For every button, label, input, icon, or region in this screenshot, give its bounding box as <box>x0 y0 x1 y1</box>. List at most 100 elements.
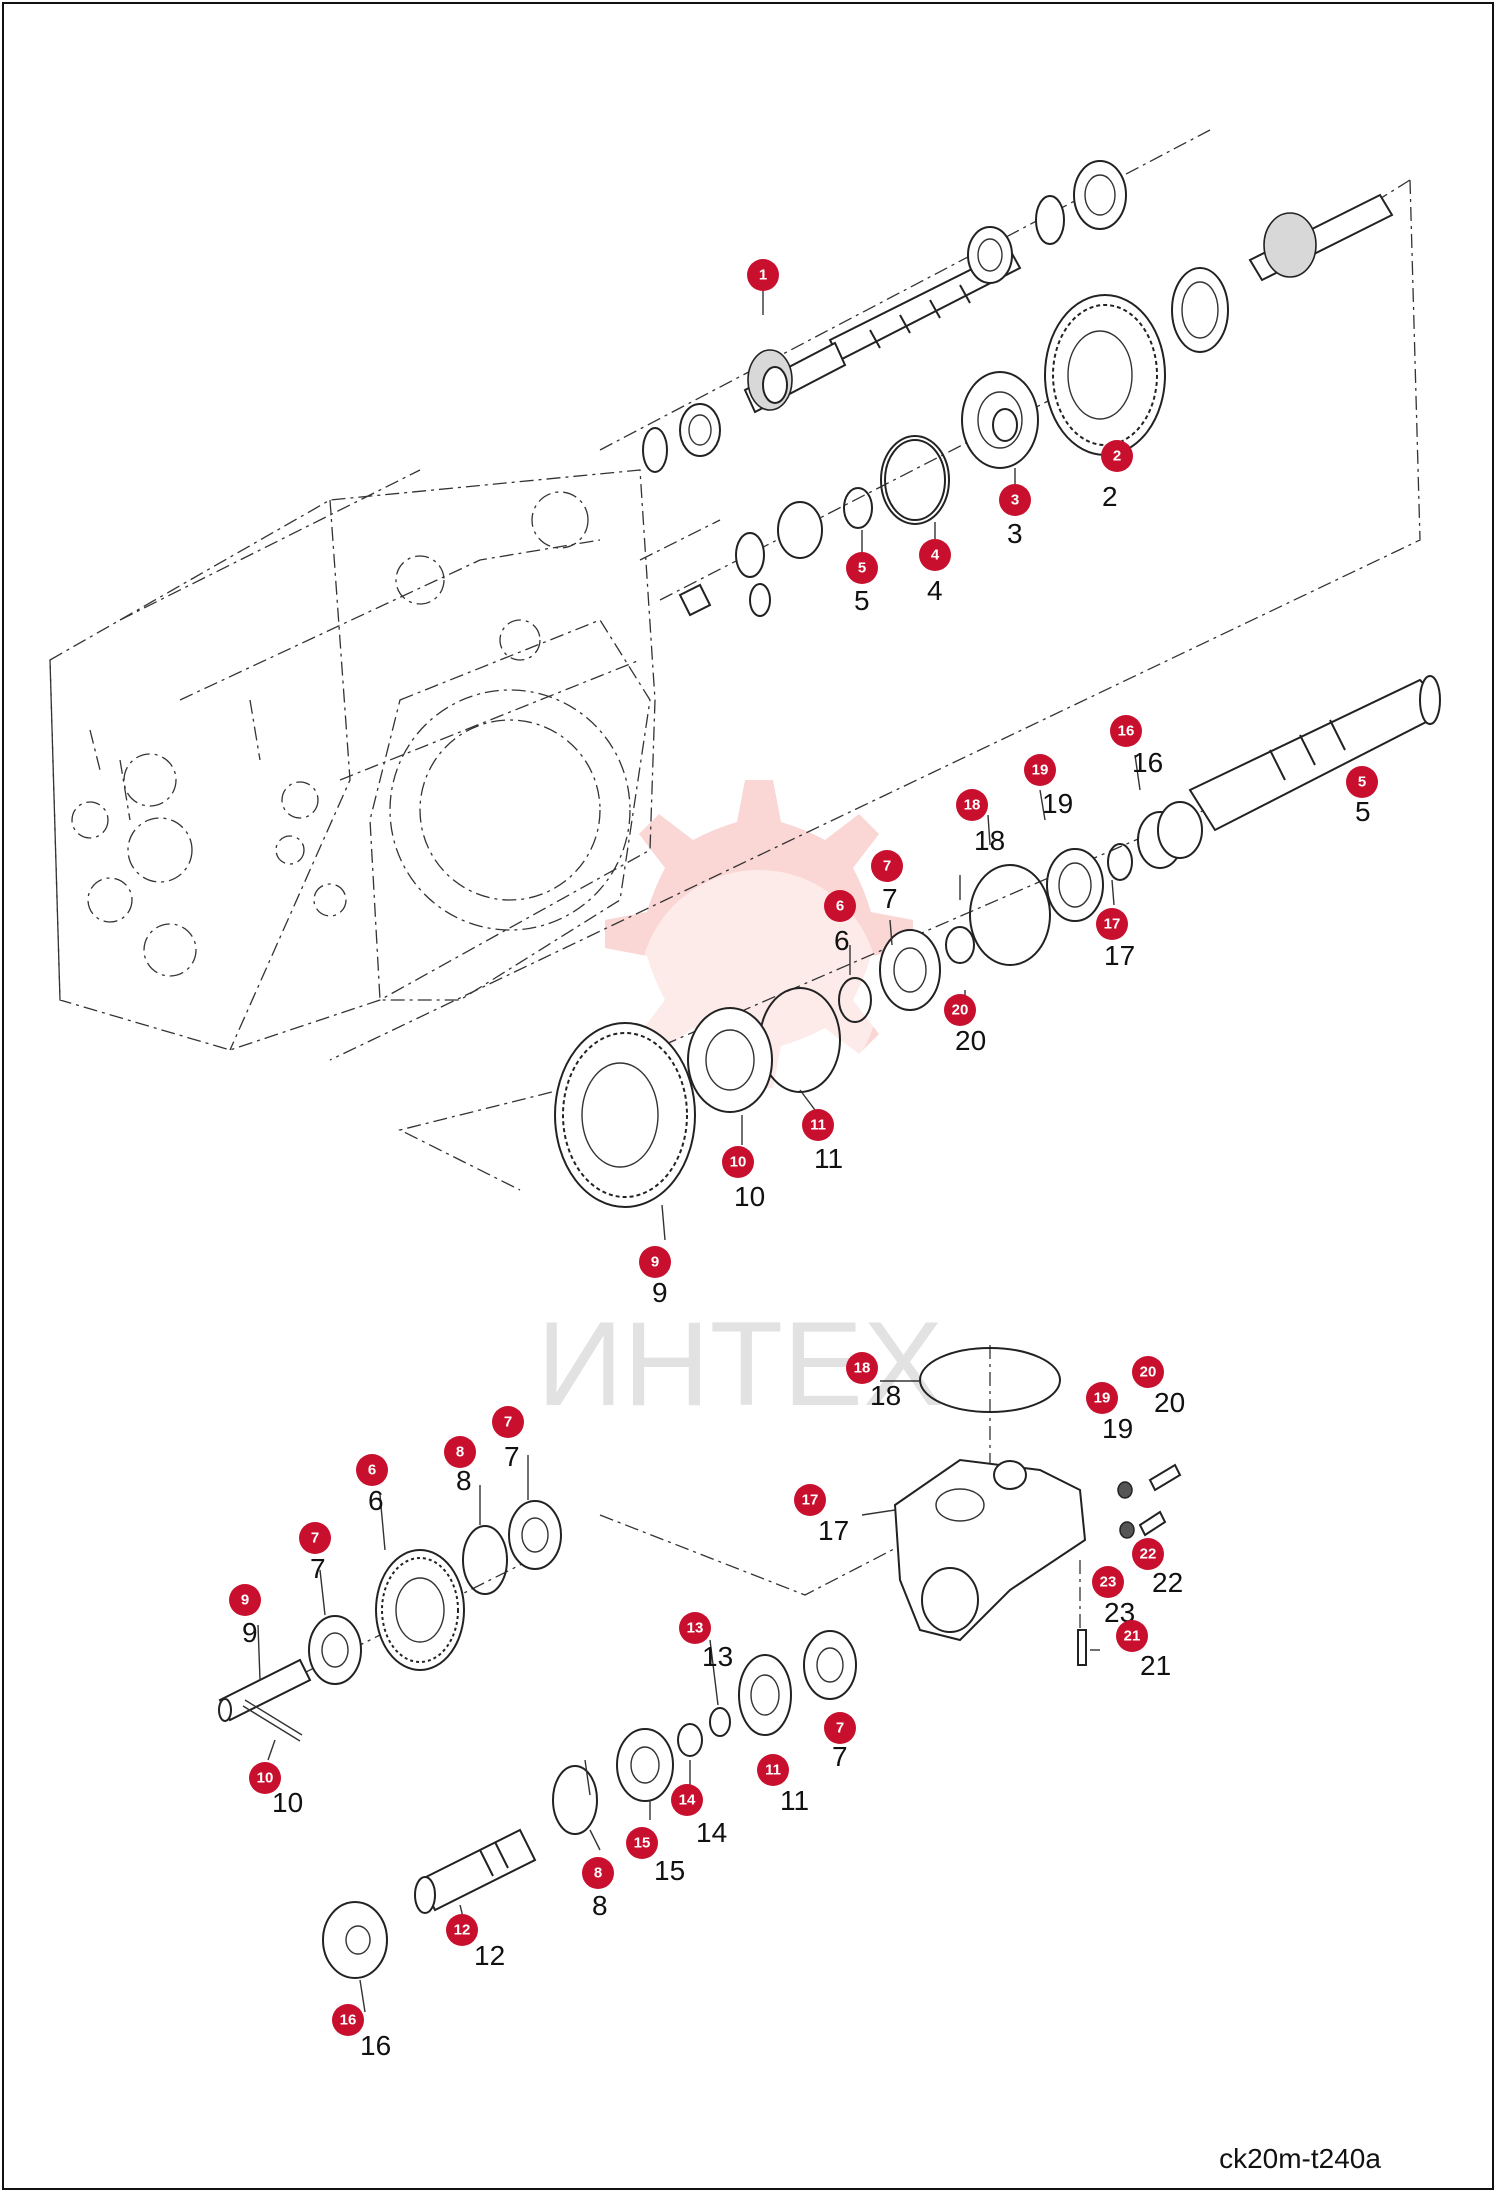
callout-number: 17 <box>1104 940 1135 971</box>
snap-ring-18 <box>969 864 1051 966</box>
callout-badge-circle <box>444 1436 476 1468</box>
callout-5: 55 <box>846 552 878 616</box>
bearing-10 <box>687 1007 773 1113</box>
ring-20 <box>945 926 975 964</box>
callout-badge-label: 1 <box>759 267 767 284</box>
callout-7: 77 <box>299 1522 331 1584</box>
callout-badge-circle <box>794 1484 826 1516</box>
callout-badge-label: 20 <box>1140 1364 1157 1381</box>
callout-number: 6 <box>834 925 850 956</box>
callout-number: 11 <box>780 1785 809 1816</box>
callout-number: 4 <box>927 575 943 606</box>
callout-badge-circle <box>919 539 951 571</box>
callout-badge-circle <box>1086 1382 1118 1414</box>
spacer-6-mid <box>838 977 872 1023</box>
callout-badge-circle <box>846 552 878 584</box>
callout-number: 21 <box>1140 1650 1171 1681</box>
shaft-12-bottom <box>414 1828 537 1914</box>
callout-badge-circle <box>824 1712 856 1744</box>
callout-2: 22 <box>1101 440 1133 512</box>
callout-number: 11 <box>814 1143 843 1174</box>
gear-2 <box>1044 294 1166 456</box>
callout-number: 9 <box>652 1277 668 1308</box>
callout-badge-label: 20 <box>952 1002 969 1019</box>
callout-badge-circle <box>722 1146 754 1178</box>
ring-14-bottom <box>677 1723 703 1757</box>
callout-badge-label: 16 <box>1118 723 1135 740</box>
callout-number: 20 <box>955 1025 986 1056</box>
callout-badge-circle <box>249 1762 281 1794</box>
callout-badge-circle <box>1116 1620 1148 1652</box>
callout-badge-circle <box>1132 1356 1164 1388</box>
callout-badge-circle <box>671 1784 703 1816</box>
callout-badge-circle <box>582 1857 614 1889</box>
callout-badge-label: 19 <box>1032 762 1049 779</box>
callout-badge-circle <box>626 1827 658 1859</box>
callout-3: 33 <box>999 484 1031 549</box>
callout-number: 3 <box>1007 518 1023 549</box>
callout-badge-circle <box>1101 440 1133 472</box>
callout-badge-label: 7 <box>504 1414 512 1431</box>
bearing-15-bottom <box>616 1728 674 1802</box>
callout-badges: 1223344555516161919181877661717202011111… <box>229 259 1378 2061</box>
callout-7: 77 <box>824 1712 856 1772</box>
callout-badge-label: 7 <box>883 858 891 875</box>
callout-number: 6 <box>368 1485 384 1516</box>
callout-badge-circle <box>871 850 903 882</box>
callout-badge-label: 14 <box>679 1792 696 1809</box>
callout-badge-circle <box>1132 1538 1164 1570</box>
snap-ring-8-bottom <box>462 1525 508 1595</box>
callout-number: 5 <box>854 585 870 616</box>
callout-badge-circle <box>639 1246 671 1278</box>
callout-badge-label: 13 <box>687 1620 704 1637</box>
fittings-19-23 <box>1077 1463 1182 1666</box>
callout-badge-label: 8 <box>594 1865 602 1882</box>
bearing-3 <box>961 371 1039 469</box>
callout-6: 66 <box>824 890 856 956</box>
callout-badge-label: 9 <box>241 1592 249 1609</box>
callout-number: 16 <box>1132 747 1163 778</box>
callout-8: 88 <box>582 1857 614 1921</box>
pto-shaft <box>1188 675 1441 832</box>
callout-badge-label: 21 <box>1124 1628 1141 1645</box>
callout-badge-label: 12 <box>454 1922 471 1939</box>
callout-badge-circle <box>1110 715 1142 747</box>
callout-4: 44 <box>919 539 951 606</box>
callout-badge-circle <box>846 1352 878 1384</box>
callout-number: 2 <box>1102 481 1118 512</box>
callout-8: 88 <box>444 1436 476 1496</box>
callout-6: 66 <box>356 1454 388 1516</box>
callout-number: 8 <box>592 1890 608 1921</box>
callout-badge-circle <box>332 2004 364 2036</box>
snap-ring-4 <box>880 435 950 525</box>
callout-badge-label: 5 <box>1358 774 1366 791</box>
callout-number: 14 <box>696 1817 727 1848</box>
callout-number: 18 <box>974 825 1005 856</box>
housing-17-bottom <box>893 1458 1087 1642</box>
callout-number: 12 <box>474 1940 505 1971</box>
callout-badge-label: 15 <box>634 1835 651 1852</box>
bearing-7-bottom-c <box>803 1630 857 1700</box>
callout-badge-label: 8 <box>456 1444 464 1461</box>
callout-badge-circle <box>802 1109 834 1141</box>
callout-number: 8 <box>456 1465 472 1496</box>
callout-badge-label: 4 <box>931 547 940 564</box>
callout-badge-circle <box>1346 766 1378 798</box>
callout-number: 20 <box>1154 1387 1185 1418</box>
